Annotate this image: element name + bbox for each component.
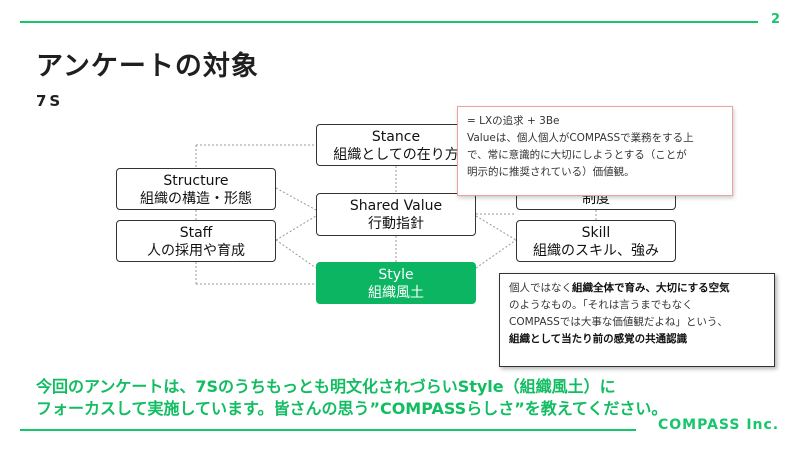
callout-value-line4: 明示的に推奨されている）価値観。: [467, 166, 635, 178]
callout-value-line3: で、常に意識的に大切にしようとする（ことが: [467, 149, 687, 161]
staff-box: Staff 人の採用や育成: [116, 220, 276, 262]
bottom-message: 今回のアンケートは、7Sのうちもっとも明文化されづらいStyle（組織風土）に …: [36, 376, 776, 420]
shared-value-desc: 行動指針: [368, 216, 424, 232]
style-label: Style: [378, 267, 414, 283]
staff-label: Staff: [179, 225, 213, 241]
shared-value-label: Shared Value: [349, 198, 443, 214]
style-box: Style 組織風土: [316, 262, 476, 304]
shared-value-box: Shared Value 行動指針: [316, 193, 476, 236]
callout-style-line1b: 組織全体で育み、大切にする空気: [572, 282, 730, 294]
company-logo-text: COMPASS Inc.: [658, 417, 780, 433]
callout-style-line1a: 個人ではなく: [509, 282, 572, 294]
stance-desc: 組織としての在り方: [333, 147, 459, 163]
callout-style-line3: COMPASSでは大事な価値観だよね」という、: [509, 316, 728, 328]
bottom-message-line1: 今回のアンケートは、7Sのうちもっとも明文化されづらいStyle（組織風土）に: [36, 377, 616, 396]
footer-divider: [20, 429, 636, 431]
header-divider: [20, 21, 758, 23]
section-subtitle: 7S: [36, 92, 64, 110]
stance-box: Stance 組織としての在り方: [316, 124, 476, 166]
skill-label: Skill: [581, 225, 611, 241]
staff-desc: 人の採用や育成: [147, 243, 245, 259]
callout-style-line4: 組織として当たり前の感覚の共通認識: [509, 333, 688, 345]
page-number: 2: [770, 12, 780, 27]
stance-label: Stance: [371, 129, 421, 145]
skill-box: Skill 組織のスキル、強み: [516, 220, 676, 262]
structure-label: Structure: [163, 173, 229, 189]
callout-value-line1: = LXの追求 + 3Be: [467, 115, 560, 127]
style-desc: 組織風土: [368, 285, 424, 301]
structure-box: Structure 組織の構造・形態: [116, 168, 276, 210]
skill-desc: 組織のスキル、強み: [533, 243, 659, 259]
callout-value-line2: Valueは、個人個人がCOMPASSで業務をする上: [467, 132, 694, 144]
page-title: アンケートの対象: [36, 51, 259, 82]
bottom-message-line2: フォーカスして実施しています。皆さんの思う”COMPASSらしさ”を教えてくださ…: [36, 399, 668, 418]
shared-value-callout: = LXの追求 + 3Be Valueは、個人個人がCOMPASSで業務をする上…: [457, 106, 733, 196]
structure-desc: 組織の構造・形態: [140, 191, 252, 207]
callout-style-line2: のようなもの。「それは言うまでもなく: [509, 299, 693, 311]
style-callout: 個人ではなく組織全体で育み、大切にする空気 のようなもの。「それは言うまでもなく…: [499, 273, 775, 367]
